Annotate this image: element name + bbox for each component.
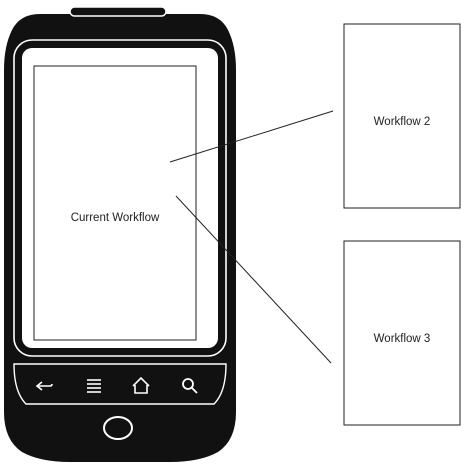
workflow-2-box: [343, 23, 461, 209]
workflow-3-box: [343, 240, 461, 426]
current-workflow-box: [33, 65, 197, 341]
speaker-slot: [69, 6, 167, 17]
phone: [4, 6, 236, 462]
current-workflow-label: Current Workflow: [70, 212, 160, 224]
nav-bar-outline: [13, 363, 227, 405]
menu-icon[interactable]: [87, 379, 101, 393]
home-icon[interactable]: [132, 376, 150, 394]
bezel-outline: [13, 39, 227, 357]
connector-line-workflow-3: [175, 195, 332, 364]
workflow-2-label: Workflow 2: [373, 116, 431, 128]
search-icon[interactable]: [182, 378, 198, 394]
trackball[interactable]: [103, 416, 133, 440]
connector-line-workflow-2: [169, 110, 334, 163]
back-arrow-icon[interactable]: [35, 381, 53, 391]
workflow-3-label: Workflow 3: [373, 333, 431, 345]
